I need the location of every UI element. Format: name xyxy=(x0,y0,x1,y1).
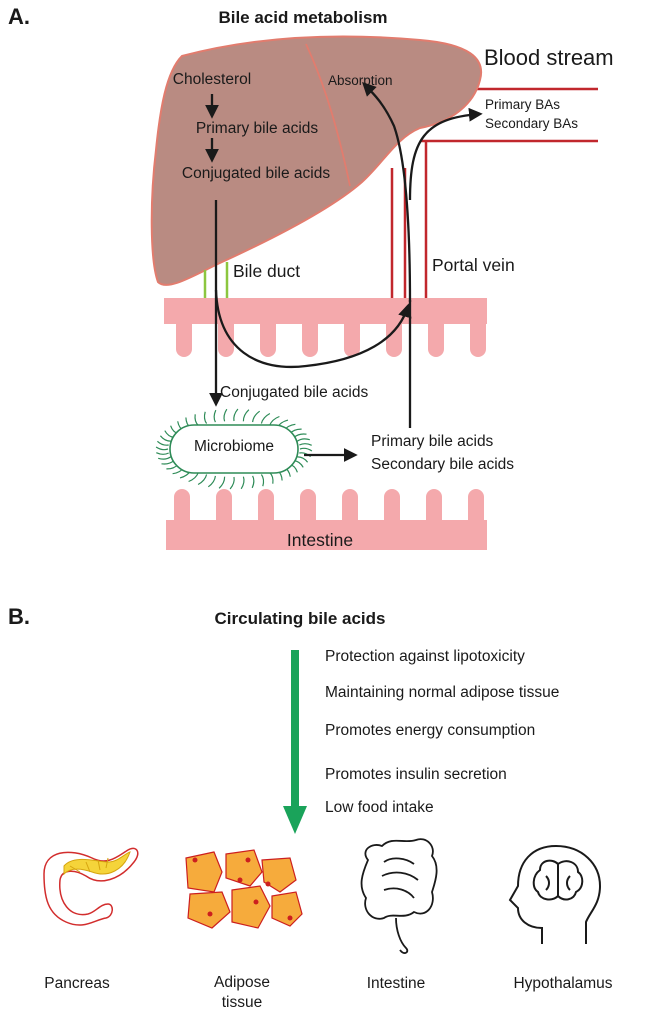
organ-label-pancreas: Pancreas xyxy=(44,975,110,992)
panel-a-letter: A. xyxy=(8,4,30,29)
microbiome-cilium xyxy=(156,452,169,455)
effect-1: Protection against lipotoxicity xyxy=(325,648,525,665)
microbiome-cilium xyxy=(207,475,216,488)
microbiome-cilium xyxy=(156,440,169,446)
panel-b-arrow xyxy=(283,650,307,834)
microbiome-cilium xyxy=(197,474,208,486)
pancreas-icon xyxy=(43,847,139,926)
microbiome-cilium xyxy=(299,443,312,446)
liver-shape xyxy=(150,35,483,286)
microbiome-cilium xyxy=(251,475,255,489)
brain-head-icon xyxy=(508,844,602,944)
panel-b-title: Circulating bile acids xyxy=(214,609,386,628)
microbiome-cilium xyxy=(155,446,169,451)
effect-3: Promotes energy consumption xyxy=(325,722,536,739)
conjugated-bile-acids-label: Conjugated bile acids xyxy=(220,384,369,401)
bile-duct xyxy=(203,262,229,300)
organ-label-adipose-line1: Adipose xyxy=(213,974,271,991)
microbiome-primary-output: Primary bile acids xyxy=(371,433,494,450)
organ-label-adipose-line2: tissue xyxy=(221,994,263,1011)
microbiome-cilium xyxy=(213,409,217,423)
microbiome-cilium xyxy=(218,476,226,489)
effect-2: Maintaining normal adipose tissue xyxy=(325,684,560,701)
panel-b-letter: B. xyxy=(8,604,30,629)
effect-5: Low food intake xyxy=(325,799,434,816)
microbiome-cilium xyxy=(203,411,208,424)
organ-label-hypothalamus: Hypothalamus xyxy=(513,975,613,992)
microbiome-cilium xyxy=(293,433,307,438)
microbiome-cilium xyxy=(260,412,271,424)
arrow-reabsorption-curve xyxy=(214,289,412,369)
microbiome-cilium xyxy=(299,447,313,452)
liver-step-cholesterol: Cholesterol xyxy=(172,71,252,88)
microbiome-cilium xyxy=(242,409,250,422)
microbiome-cilium xyxy=(297,456,309,463)
intestinal-villi-lower xyxy=(166,489,487,550)
microbiome-secondary-output: Secondary bile acids xyxy=(371,456,515,473)
microbiome-shape xyxy=(155,408,313,490)
arrow-to-blood-stream xyxy=(408,107,483,201)
portal-vein-label: Portal vein xyxy=(432,255,515,275)
blood-primary-bas: Primary BAs xyxy=(485,97,561,112)
microbiome-cilium xyxy=(158,456,172,460)
liver-step-conjugated: Conjugated bile acids xyxy=(181,165,331,182)
organ-label-intestine: Intestine xyxy=(366,975,426,992)
panel-a-arrows xyxy=(205,82,483,462)
liver-step-primary: Primary bile acids xyxy=(195,120,319,137)
microbiome-cilium xyxy=(229,476,235,490)
microbiome-cilium xyxy=(161,460,175,465)
microbiome-cilium xyxy=(188,472,199,483)
microbiome-label: Microbiome xyxy=(193,438,275,455)
intestine-icon xyxy=(360,838,438,954)
microbiome-cilium xyxy=(260,474,265,487)
microbiome-cilium xyxy=(269,415,280,426)
blood-secondary-bas: Secondary BAs xyxy=(485,116,579,131)
intestine-label: Intestine xyxy=(286,530,354,550)
adipose-tissue-icon xyxy=(185,849,303,929)
panel-a-title: Bile acid metabolism xyxy=(218,8,388,27)
bile-duct-label: Bile duct xyxy=(233,261,301,281)
microbiome-cilium xyxy=(233,408,239,422)
adipose-droplets xyxy=(192,857,293,921)
microbiome-cilium xyxy=(159,435,171,442)
intestinal-villi-upper xyxy=(164,298,487,357)
microbiome-cilium xyxy=(240,476,245,490)
microbiome-cilium xyxy=(296,438,310,442)
arrow-to-absorption xyxy=(362,82,412,303)
effect-4: Promotes insulin secretion xyxy=(325,766,507,783)
microbiome-cilium xyxy=(252,410,261,423)
microbiome-cilium xyxy=(194,414,199,426)
microbiome-cilium xyxy=(223,408,228,422)
absorption-label: Absorption xyxy=(328,73,393,88)
microbiome-cilium xyxy=(269,472,274,484)
blood-stream-label: Blood stream xyxy=(484,45,614,70)
